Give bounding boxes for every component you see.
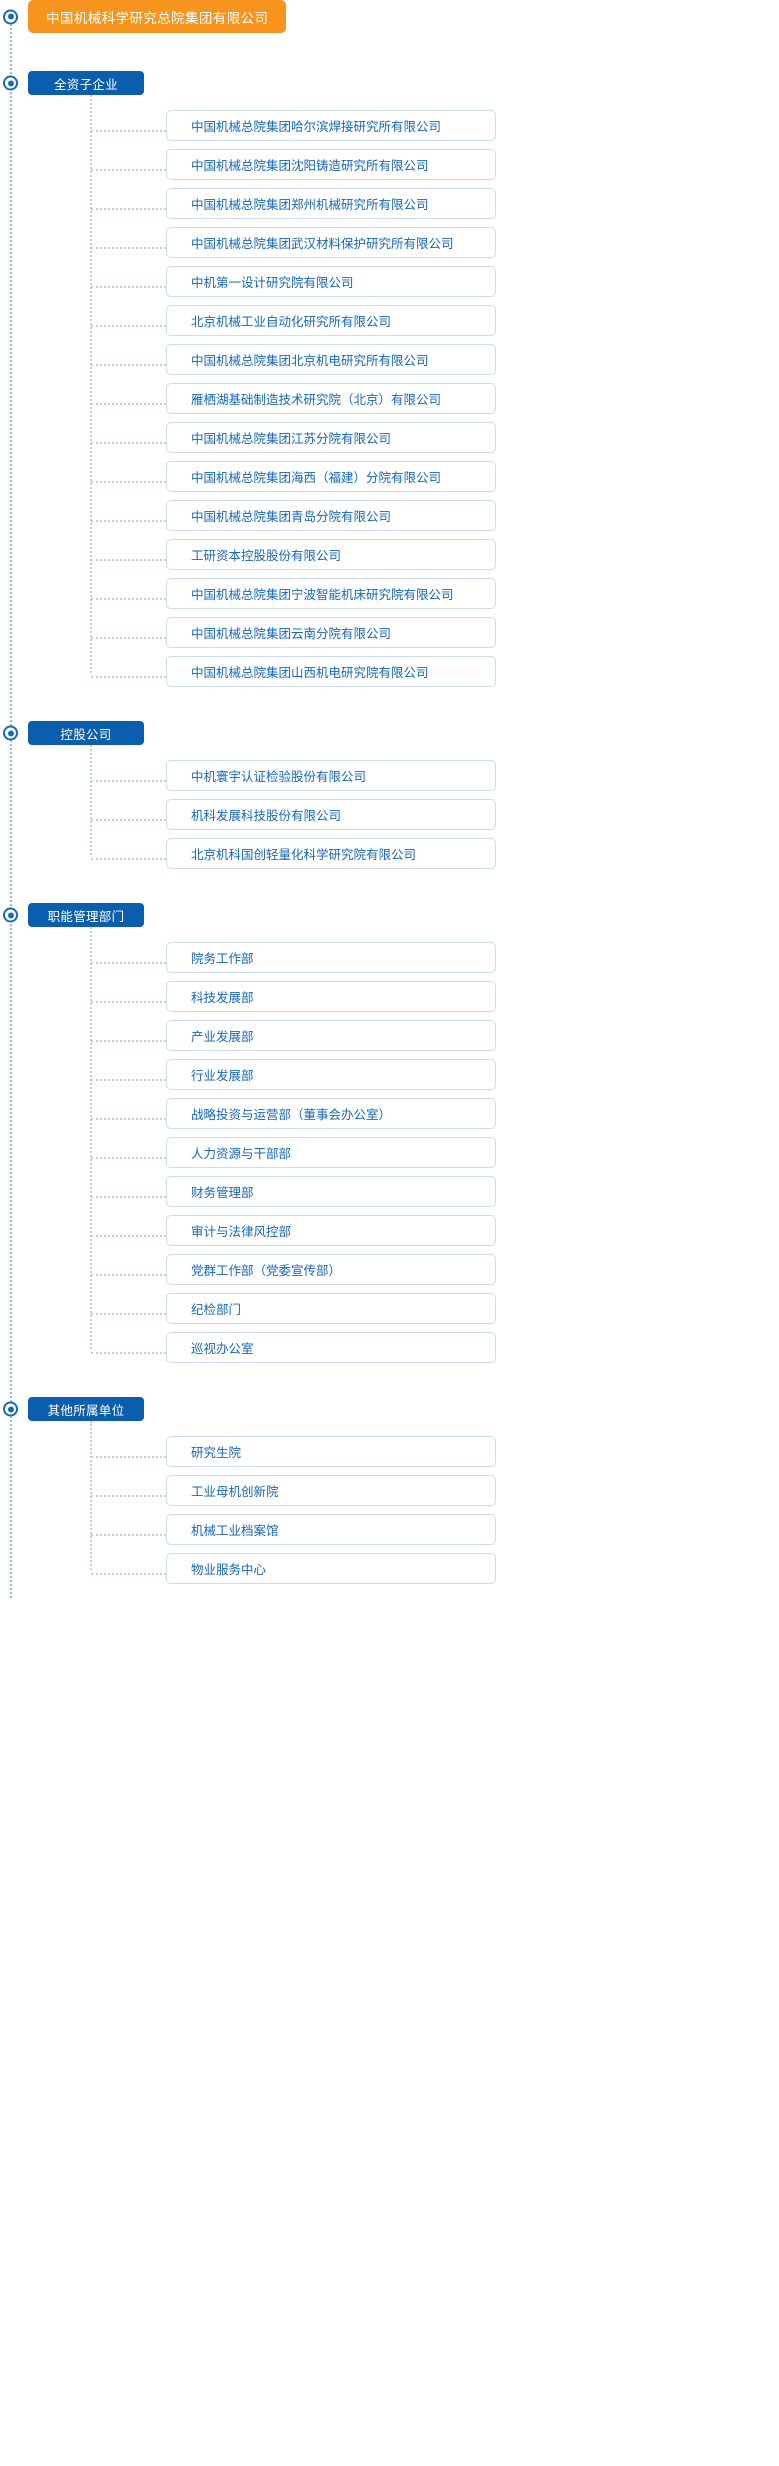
org-section: 其他所属单位研究生院工业母机创新院机械工业档案馆物业服务中心 (0, 1397, 779, 1592)
org-unit-box[interactable]: 北京机科国创轻量化科学研究院有限公司 (166, 838, 496, 869)
spacer (0, 877, 779, 903)
list-item: 北京机科国创轻量化科学研究院有限公司 (0, 838, 779, 877)
spacer (0, 33, 779, 71)
root-node[interactable]: 中国机械科学研究总院集团有限公司 (28, 0, 287, 33)
list-item: 纪检部门 (0, 1293, 779, 1332)
org-unit-box[interactable]: 中国机械总院集团沈阳铸造研究所有限公司 (166, 149, 496, 180)
org-unit-box[interactable]: 中机寰宇认证检验股份有限公司 (166, 760, 496, 791)
org-chart-tree: 中国机械科学研究总院集团有限公司全资子企业中国机械总院集团哈尔滨焊接研究所有限公… (0, 0, 779, 1592)
main-vertical-connector (10, 16, 12, 1598)
node-marker-icon (3, 907, 18, 923)
list-item: 中国机械总院集团郑州机械研究所有限公司 (0, 188, 779, 227)
org-unit-box[interactable]: 行业发展部 (166, 1059, 496, 1090)
section-header-row: 全资子企业 (0, 71, 779, 95)
section-children: 中机寰宇认证检验股份有限公司机科发展科技股份有限公司北京机科国创轻量化科学研究院… (0, 745, 779, 877)
org-unit-box[interactable]: 审计与法律风控部 (166, 1215, 496, 1246)
org-unit-box[interactable]: 中国机械总院集团青岛分院有限公司 (166, 500, 496, 531)
list-item: 行业发展部 (0, 1059, 779, 1098)
org-unit-box[interactable]: 产业发展部 (166, 1020, 496, 1051)
org-unit-box[interactable]: 中机第一设计研究院有限公司 (166, 266, 496, 297)
section-tab-0[interactable]: 全资子企业 (28, 71, 144, 95)
section-children: 研究生院工业母机创新院机械工业档案馆物业服务中心 (0, 1421, 779, 1592)
list-item: 中国机械总院集团山西机电研究院有限公司 (0, 656, 779, 695)
list-item: 中国机械总院集团沈阳铸造研究所有限公司 (0, 149, 779, 188)
list-item: 工研资本控股股份有限公司 (0, 539, 779, 578)
org-unit-box[interactable]: 机械工业档案馆 (166, 1514, 496, 1545)
org-unit-box[interactable]: 物业服务中心 (166, 1553, 496, 1584)
list-item: 中国机械总院集团江苏分院有限公司 (0, 422, 779, 461)
list-item: 机科发展科技股份有限公司 (0, 799, 779, 838)
list-item: 机械工业档案馆 (0, 1514, 779, 1553)
root-node-row: 中国机械科学研究总院集团有限公司 (0, 0, 779, 33)
list-item: 财务管理部 (0, 1176, 779, 1215)
section-header-row: 控股公司 (0, 721, 779, 745)
list-item: 科技发展部 (0, 981, 779, 1020)
node-marker-icon (3, 725, 18, 741)
org-unit-box[interactable]: 北京机械工业自动化研究所有限公司 (166, 305, 496, 336)
list-item: 中国机械总院集团青岛分院有限公司 (0, 500, 779, 539)
section-tab-3[interactable]: 其他所属单位 (28, 1397, 144, 1421)
list-item: 中机第一设计研究院有限公司 (0, 266, 779, 305)
org-unit-box[interactable]: 研究生院 (166, 1436, 496, 1467)
list-item: 产业发展部 (0, 1020, 779, 1059)
org-unit-box[interactable]: 中国机械总院集团哈尔滨焊接研究所有限公司 (166, 110, 496, 141)
org-section: 全资子企业中国机械总院集团哈尔滨焊接研究所有限公司中国机械总院集团沈阳铸造研究所… (0, 71, 779, 695)
list-item: 审计与法律风控部 (0, 1215, 779, 1254)
org-section: 职能管理部门院务工作部科技发展部产业发展部行业发展部战略投资与运营部（董事会办公… (0, 903, 779, 1371)
list-item: 院务工作部 (0, 942, 779, 981)
org-unit-box[interactable]: 科技发展部 (166, 981, 496, 1012)
list-item: 巡视办公室 (0, 1332, 779, 1371)
org-unit-box[interactable]: 纪检部门 (166, 1293, 496, 1324)
list-item: 研究生院 (0, 1436, 779, 1475)
org-unit-box[interactable]: 战略投资与运营部（董事会办公室） (166, 1098, 496, 1129)
org-unit-box[interactable]: 中国机械总院集团云南分院有限公司 (166, 617, 496, 648)
spacer (0, 1371, 779, 1397)
org-unit-box[interactable]: 中国机械总院集团宁波智能机床研究院有限公司 (166, 578, 496, 609)
section-header-row: 职能管理部门 (0, 903, 779, 927)
list-item: 战略投资与运营部（董事会办公室） (0, 1098, 779, 1137)
node-marker-icon (3, 75, 18, 91)
list-item: 中机寰宇认证检验股份有限公司 (0, 760, 779, 799)
org-unit-box[interactable]: 院务工作部 (166, 942, 496, 973)
list-item: 雁栖湖基础制造技术研究院（北京）有限公司 (0, 383, 779, 422)
section-children: 中国机械总院集团哈尔滨焊接研究所有限公司中国机械总院集团沈阳铸造研究所有限公司中… (0, 95, 779, 695)
org-unit-box[interactable]: 中国机械总院集团武汉材料保护研究所有限公司 (166, 227, 496, 258)
org-unit-box[interactable]: 中国机械总院集团郑州机械研究所有限公司 (166, 188, 496, 219)
section-tab-1[interactable]: 控股公司 (28, 721, 144, 745)
org-section: 控股公司中机寰宇认证检验股份有限公司机科发展科技股份有限公司北京机科国创轻量化科… (0, 721, 779, 877)
org-unit-box[interactable]: 人力资源与干部部 (166, 1137, 496, 1168)
org-unit-box[interactable]: 中国机械总院集团山西机电研究院有限公司 (166, 656, 496, 687)
org-unit-box[interactable]: 雁栖湖基础制造技术研究院（北京）有限公司 (166, 383, 496, 414)
org-unit-box[interactable]: 机科发展科技股份有限公司 (166, 799, 496, 830)
section-tab-2[interactable]: 职能管理部门 (28, 903, 144, 927)
org-unit-box[interactable]: 中国机械总院集团海西（福建）分院有限公司 (166, 461, 496, 492)
list-item: 北京机械工业自动化研究所有限公司 (0, 305, 779, 344)
list-item: 人力资源与干部部 (0, 1137, 779, 1176)
org-unit-box[interactable]: 工研资本控股股份有限公司 (166, 539, 496, 570)
org-unit-box[interactable]: 财务管理部 (166, 1176, 496, 1207)
list-item: 中国机械总院集团海西（福建）分院有限公司 (0, 461, 779, 500)
list-item: 中国机械总院集团武汉材料保护研究所有限公司 (0, 227, 779, 266)
node-marker-icon (3, 1401, 18, 1417)
org-unit-box[interactable]: 中国机械总院集团北京机电研究所有限公司 (166, 344, 496, 375)
org-unit-box[interactable]: 党群工作部（党委宣传部） (166, 1254, 496, 1285)
spacer (0, 695, 779, 721)
node-marker-icon (3, 9, 18, 24)
list-item: 中国机械总院集团云南分院有限公司 (0, 617, 779, 656)
list-item: 中国机械总院集团北京机电研究所有限公司 (0, 344, 779, 383)
section-header-row: 其他所属单位 (0, 1397, 779, 1421)
list-item: 工业母机创新院 (0, 1475, 779, 1514)
org-unit-box[interactable]: 工业母机创新院 (166, 1475, 496, 1506)
list-item: 党群工作部（党委宣传部） (0, 1254, 779, 1293)
list-item: 物业服务中心 (0, 1553, 779, 1592)
org-unit-box[interactable]: 巡视办公室 (166, 1332, 496, 1363)
list-item: 中国机械总院集团哈尔滨焊接研究所有限公司 (0, 110, 779, 149)
section-children: 院务工作部科技发展部产业发展部行业发展部战略投资与运营部（董事会办公室） 人力资源… (0, 927, 779, 1371)
org-unit-box[interactable]: 中国机械总院集团江苏分院有限公司 (166, 422, 496, 453)
list-item: 中国机械总院集团宁波智能机床研究院有限公司 (0, 578, 779, 617)
